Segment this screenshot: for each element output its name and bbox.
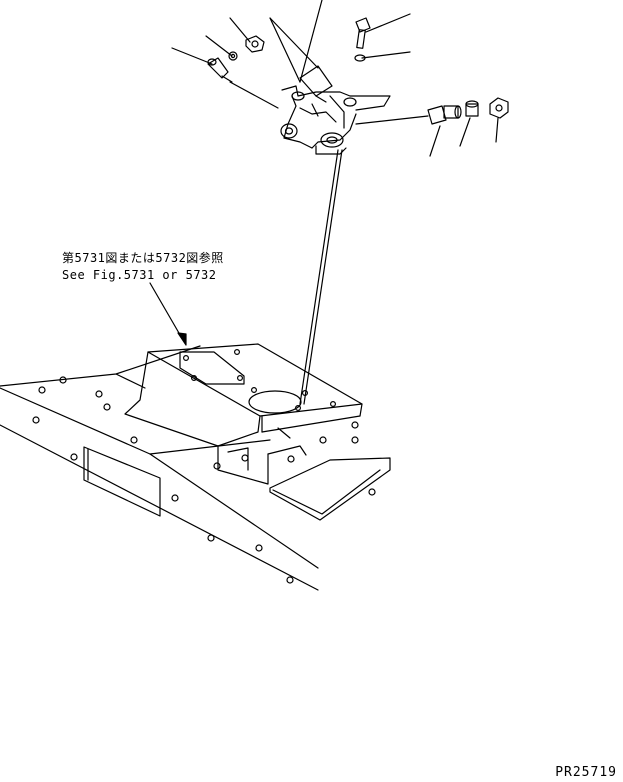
- bolt: [356, 18, 370, 48]
- mounting-bracket-round-hole: [249, 391, 301, 413]
- reference-note-japanese: 第5731図または5732図参照: [62, 251, 224, 265]
- valve-body: [281, 66, 390, 154]
- frame-rail-opening: [84, 447, 160, 516]
- nut-right: [490, 98, 508, 118]
- washer-small: [229, 52, 237, 60]
- leader-lines: [172, 0, 498, 156]
- elbow-fitting: [208, 58, 278, 108]
- nut-top: [246, 36, 264, 52]
- floor-plate: [0, 346, 375, 495]
- adapter: [466, 101, 478, 116]
- valve-mount-tab: [300, 66, 332, 96]
- cover-plate: [270, 458, 390, 520]
- pressure-switch: [356, 106, 461, 124]
- mounting-bracket: [125, 344, 362, 484]
- control-rod: [300, 150, 342, 404]
- reference-leader: [150, 283, 186, 345]
- drawing-number: PR25719: [555, 765, 617, 780]
- frame-rail: [0, 388, 318, 590]
- mounting-bracket-upper-hole: [180, 352, 244, 384]
- reference-note-english: See Fig.5731 or 5732: [62, 268, 217, 282]
